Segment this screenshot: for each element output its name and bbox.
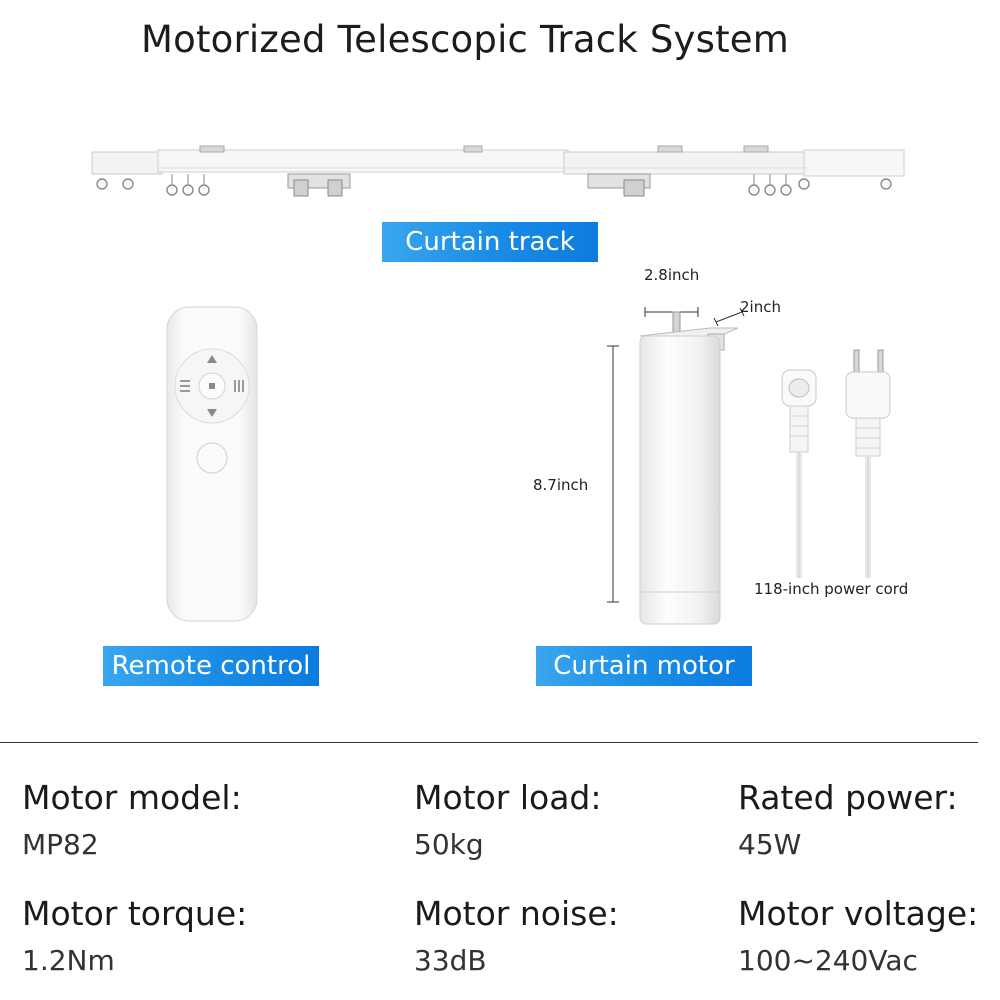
spec-motor-model-label: Motor model: — [22, 778, 242, 817]
spec-motor-noise-value: 33dB — [414, 944, 487, 977]
remote-stop-icon — [209, 383, 215, 389]
spec-rated-power-label: Rated power: — [738, 778, 958, 817]
spec-motor-voltage-label: Motor voltage: — [738, 894, 979, 933]
spec-motor-noise-label: Motor noise: — [414, 894, 619, 933]
curtain-motor-label: Curtain motor — [536, 646, 752, 686]
motor-height-dimension: 8.7inch — [533, 476, 589, 494]
remote-control-image — [166, 306, 258, 622]
spec-rated-power-value: 45W — [738, 828, 802, 861]
remote-up-arrow-icon — [207, 355, 217, 363]
spec-motor-torque-value: 1.2Nm — [22, 944, 115, 977]
spec-motor-load-label: Motor load: — [414, 778, 602, 817]
remote-down-arrow-icon — [207, 409, 217, 417]
curtain-track-label: Curtain track — [382, 222, 598, 262]
spec-motor-torque-label: Motor torque: — [22, 894, 248, 933]
spec-motor-voltage-value: 100~240Vac — [738, 944, 918, 977]
remote-control-label: Remote control — [103, 646, 319, 686]
motor-depth-dimension: 2inch — [740, 298, 781, 316]
page-title: Motorized Telescopic Track System — [140, 18, 790, 61]
spec-motor-load-value: 50kg — [414, 828, 484, 861]
power-cord-label: 118-inch power cord — [754, 580, 909, 598]
remote-left-icon — [180, 380, 190, 392]
spec-motor-model-value: MP82 — [22, 828, 99, 861]
motor-width-dimension: 2.8inch — [644, 266, 700, 284]
remote-right-icon — [234, 380, 244, 392]
power-cord-image — [781, 349, 891, 578]
curtain-motor-image — [607, 307, 745, 625]
section-divider — [0, 742, 978, 743]
curtain-track-image — [91, 145, 905, 197]
